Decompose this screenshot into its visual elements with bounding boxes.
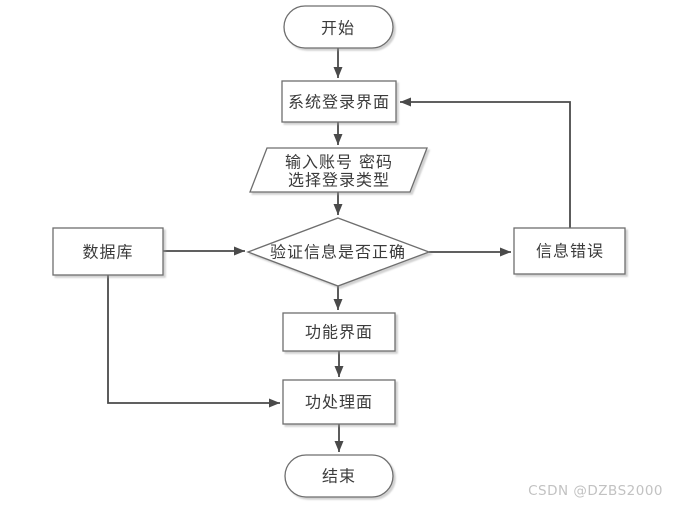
node-input-label-line2: 选择登录类型 — [288, 171, 390, 190]
process-shape — [282, 379, 396, 425]
node-function: 功能界面 — [282, 312, 396, 352]
node-function-label: 功能界面 — [305, 323, 373, 342]
decision-diamond-shape — [246, 217, 431, 287]
terminator-shape — [284, 454, 394, 498]
node-error-label: 信息错误 — [536, 242, 604, 261]
node-input: 输入账号 密码 选择登录类型 — [249, 147, 428, 193]
node-database: 数据库 — [52, 227, 164, 276]
node-handle-label: 功处理面 — [305, 393, 373, 412]
node-login: 系统登录界面 — [281, 80, 397, 123]
node-verify: 验证信息是否正确 — [246, 217, 431, 287]
node-verify-label: 验证信息是否正确 — [270, 243, 406, 262]
watermark-text: CSDN @DZBS2000 — [528, 483, 663, 499]
node-handle: 功处理面 — [282, 379, 396, 425]
node-error: 信息错误 — [513, 227, 626, 275]
node-database-label: 数据库 — [82, 243, 133, 262]
io-parallelogram-shape — [249, 147, 428, 193]
terminator-shape — [283, 5, 394, 49]
node-start-label: 开始 — [321, 19, 355, 38]
process-shape — [52, 227, 164, 276]
connector-edges — [107, 48, 571, 452]
process-shape — [282, 312, 396, 352]
node-end-label: 结束 — [322, 467, 356, 486]
edge-error-login — [400, 97, 571, 228]
node-input-label-line1: 输入账号 密码 — [285, 153, 393, 172]
process-shape — [281, 80, 397, 123]
process-shape — [513, 227, 626, 275]
flowchart-nodes: 开始 系统登录界面 输入账号 密码 选择登录类型 验证信息是否正确 数据库 — [52, 5, 626, 498]
edge-database-handle — [107, 275, 280, 408]
node-login-label: 系统登录界面 — [288, 93, 390, 112]
node-end: 结束 — [284, 454, 394, 498]
node-start: 开始 — [283, 5, 394, 49]
